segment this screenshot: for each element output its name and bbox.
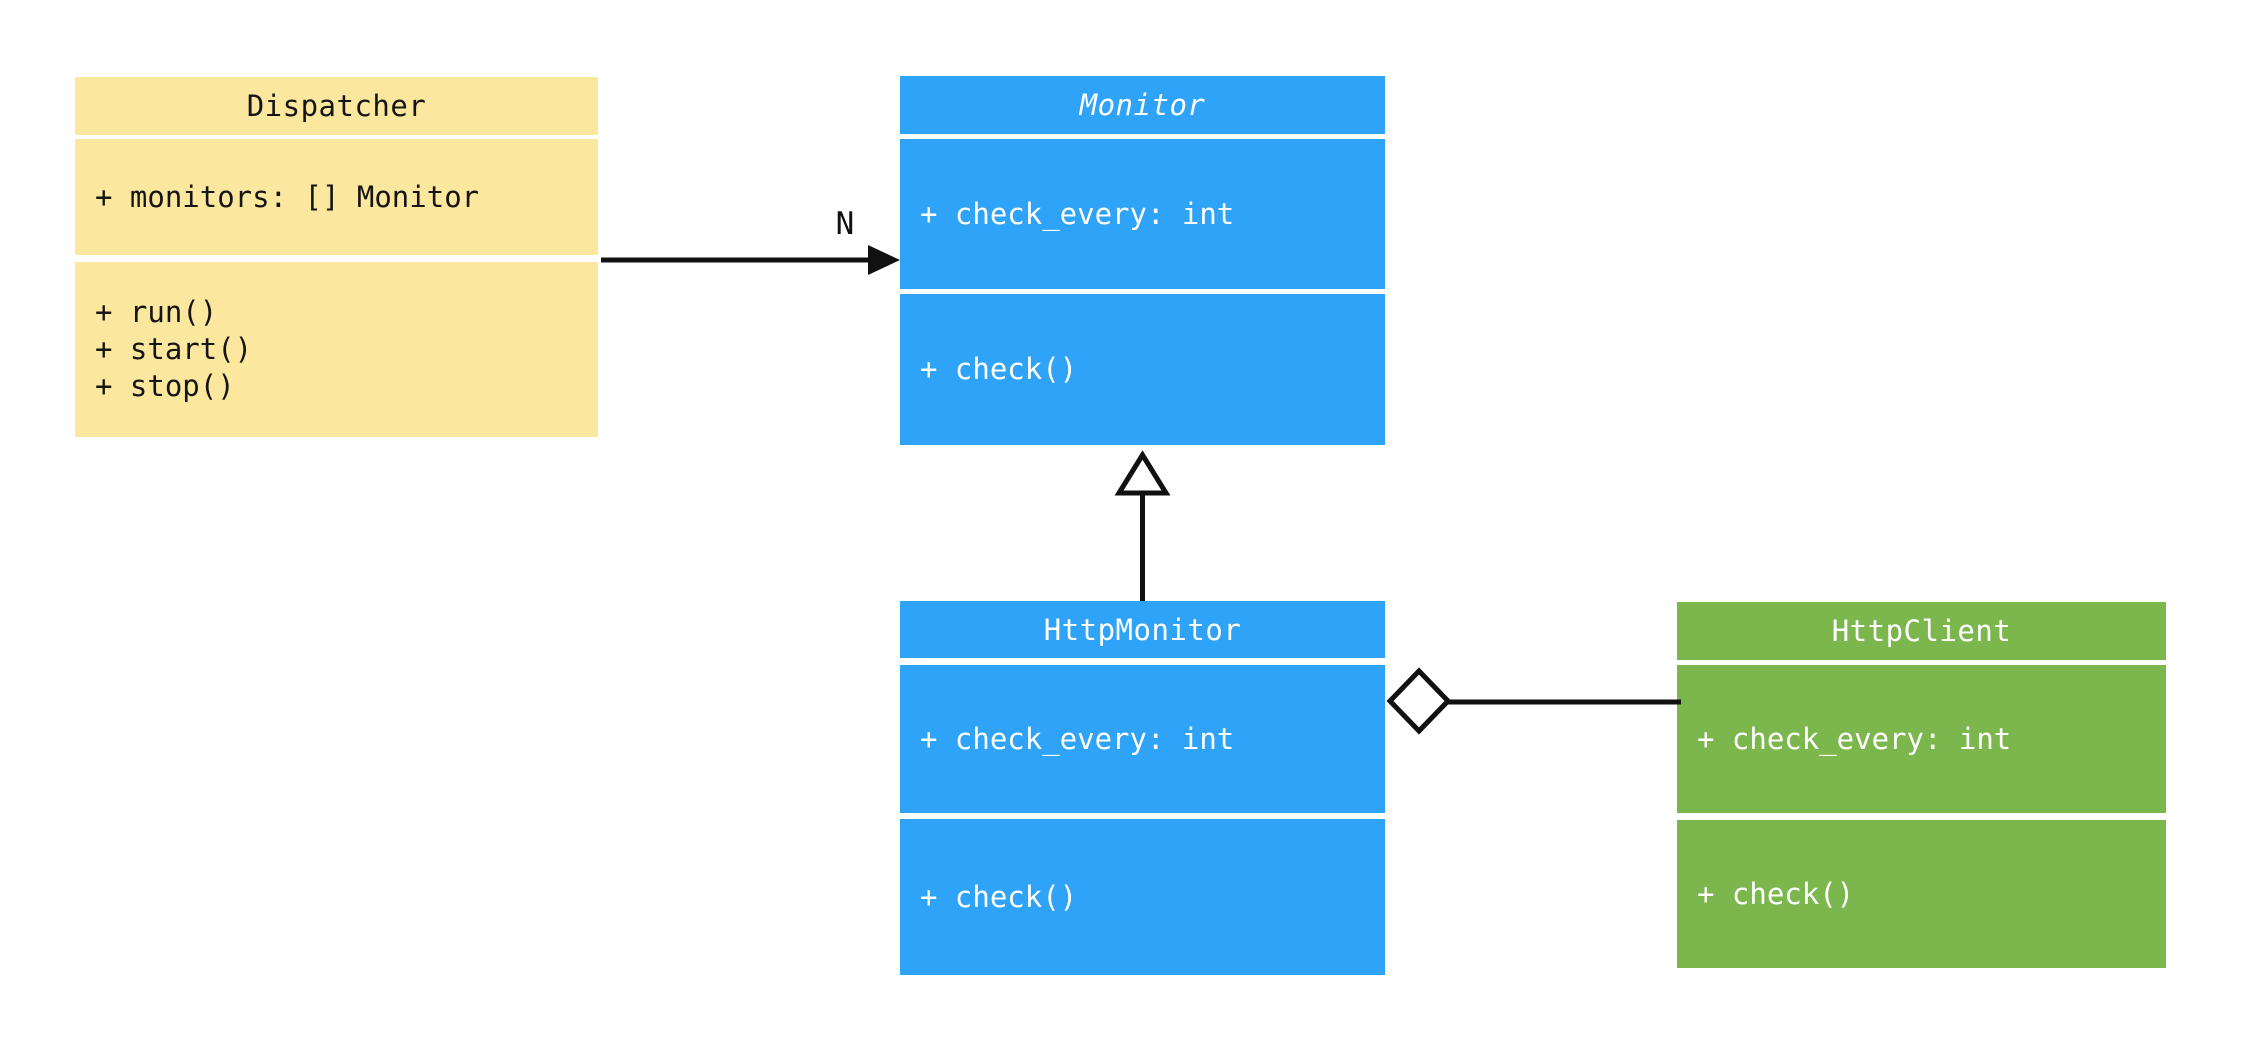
association-multiplicity-label: N: [835, 206, 855, 242]
class-attributes-section-httpclient: + check_every: int: [1677, 665, 2166, 813]
generalization-triangle-icon: [1114, 450, 1171, 496]
class-title-section-httpmonitor: HttpMonitor: [900, 601, 1385, 658]
class-box-monitor: Monitor + check_every: int + check(): [900, 76, 1385, 445]
class-attributes-section-monitor: + check_every: int: [900, 139, 1385, 289]
method-row: + check(): [1697, 876, 1855, 911]
class-attributes-section-httpmonitor: + check_every: int: [900, 665, 1385, 813]
attribute-row: + check_every: int: [1697, 721, 2012, 756]
aggregation-diamond-icon: [1386, 667, 1452, 735]
class-box-httpmonitor: HttpMonitor + check_every: int + check(): [900, 601, 1385, 975]
attribute-row: + check_every: int: [920, 196, 1235, 231]
class-name-httpmonitor: HttpMonitor: [1043, 612, 1242, 647]
attribute-row: + monitors: [] Monitor: [95, 179, 480, 214]
method-row: + check(): [920, 879, 1078, 914]
method-row: + run(): [95, 295, 218, 329]
class-title-section-dispatcher: Dispatcher: [75, 77, 598, 135]
class-methods-section-httpmonitor: + check(): [900, 819, 1385, 975]
method-row: + stop(): [95, 369, 235, 403]
class-attributes-section-dispatcher: + monitors: [] Monitor: [75, 139, 598, 255]
class-name-monitor: Monitor: [1079, 88, 1206, 122]
association-arrowhead-icon: [868, 245, 900, 275]
class-title-section-httpclient: HttpClient: [1677, 602, 2166, 660]
method-row: + check(): [920, 352, 1078, 386]
class-methods-section-dispatcher: + run() + start() + stop(): [75, 262, 598, 437]
method-row: + start(): [95, 332, 253, 366]
class-title-section-monitor: Monitor: [900, 76, 1385, 134]
class-methods-section-monitor: + check(): [900, 294, 1385, 445]
class-methods-section-httpclient: + check(): [1677, 820, 2166, 968]
attribute-row: + check_every: int: [920, 721, 1235, 756]
class-box-httpclient: HttpClient + check_every: int + check(): [1677, 602, 2166, 968]
class-name-dispatcher: Dispatcher: [246, 89, 427, 123]
class-box-dispatcher: Dispatcher + monitors: [] Monitor + run(…: [75, 77, 598, 437]
class-name-httpclient: HttpClient: [1831, 614, 2012, 648]
